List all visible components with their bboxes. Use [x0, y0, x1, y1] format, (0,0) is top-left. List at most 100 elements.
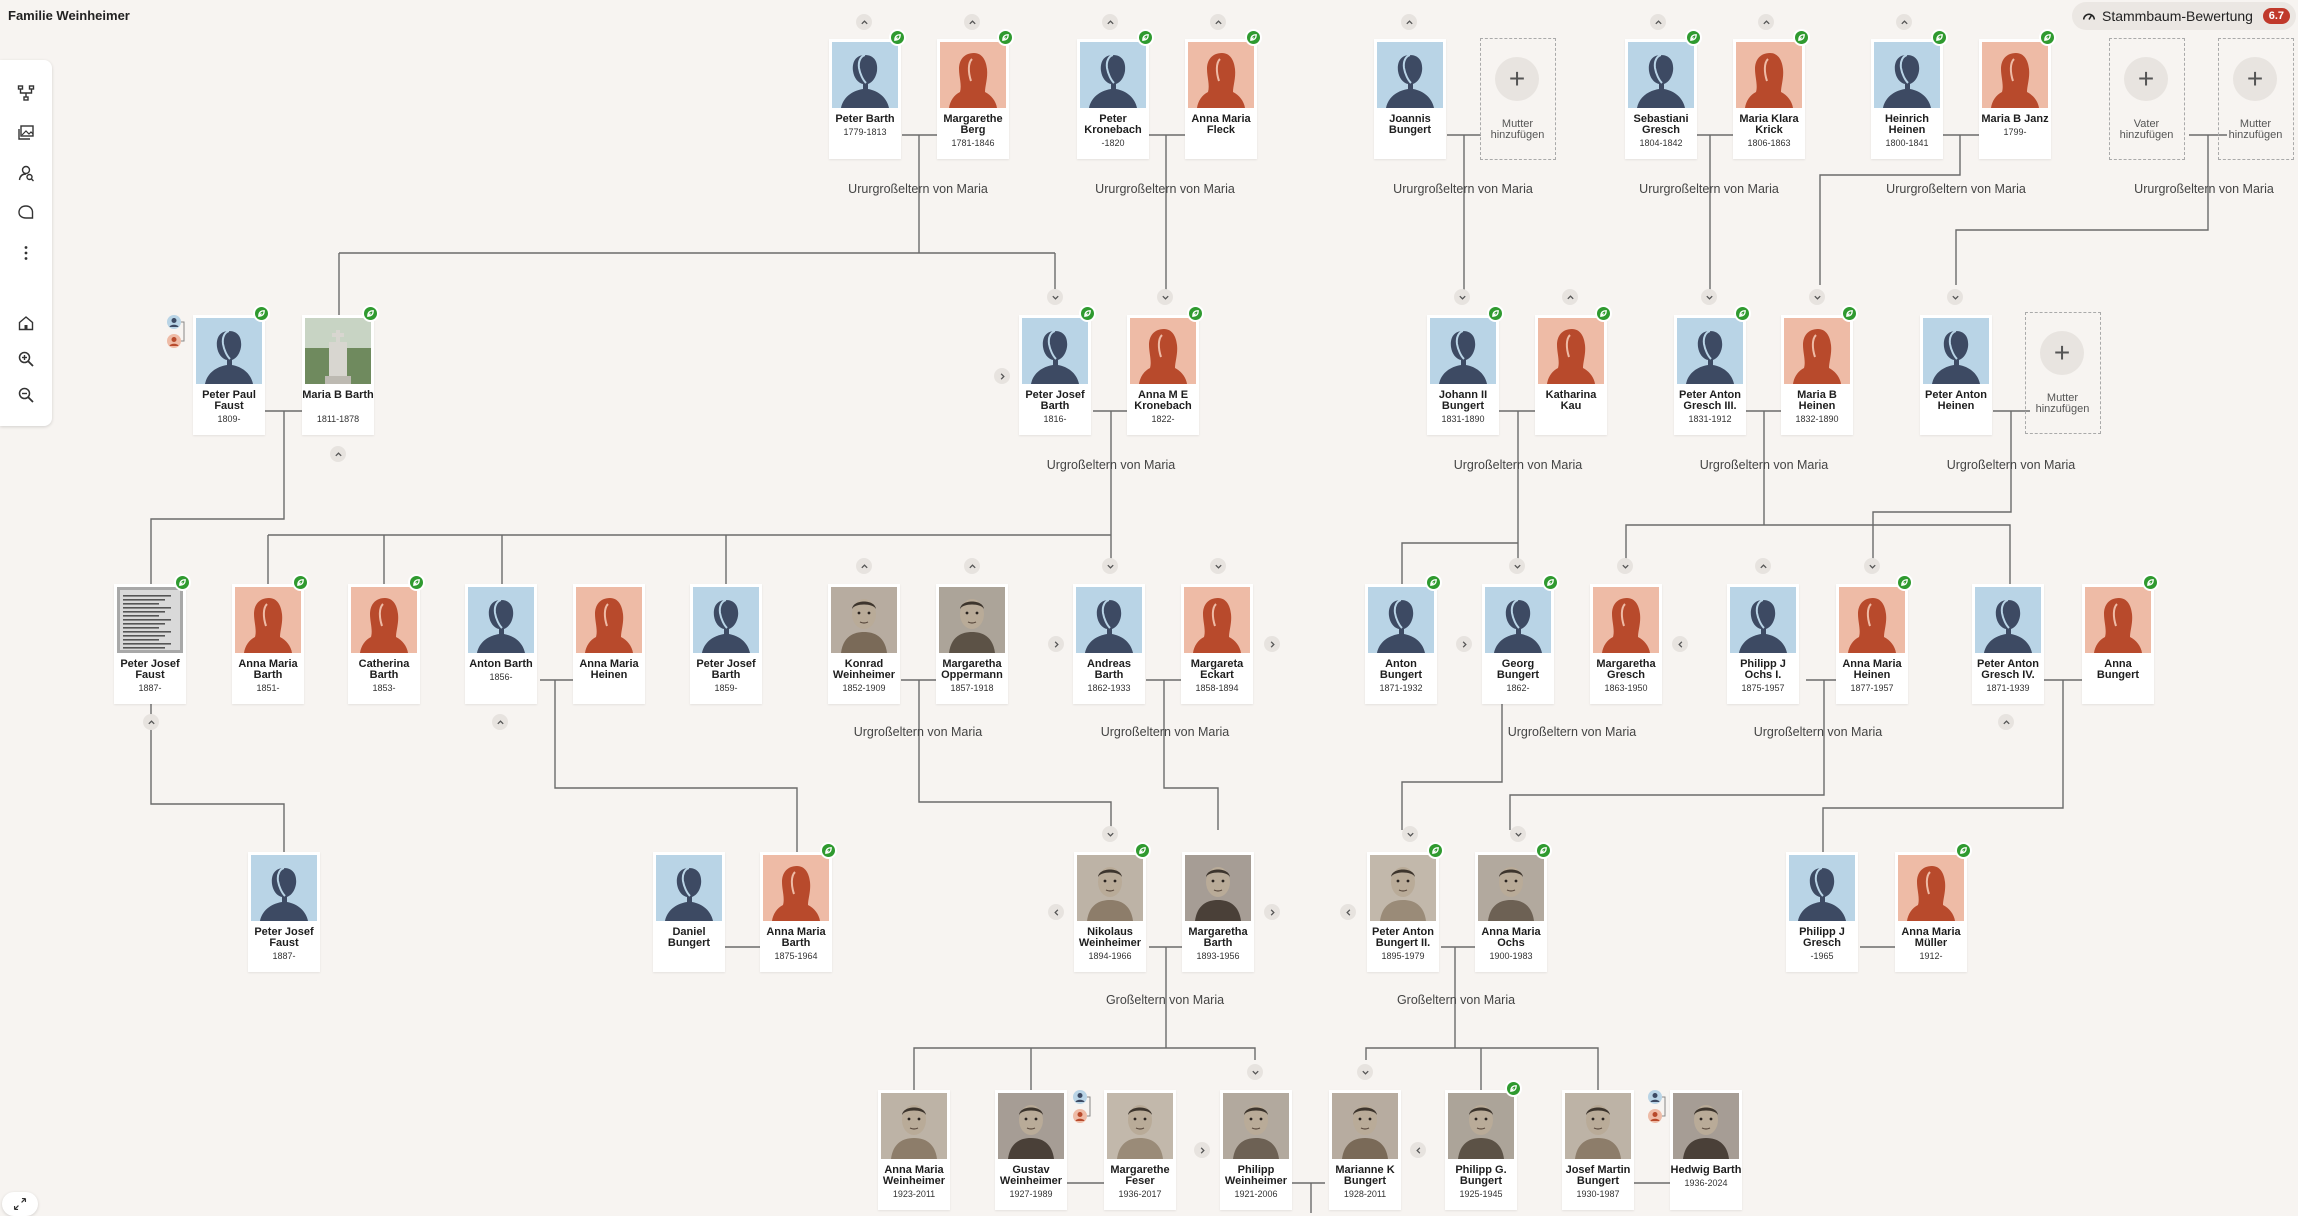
person-card[interactable]: Anna Maria Fleck: [1185, 29, 1262, 159]
hint-leaf-icon[interactable]: [1542, 574, 1559, 591]
chevron-up-icon[interactable]: [964, 14, 980, 30]
home-button[interactable]: [13, 310, 39, 336]
chevron-left-icon[interactable]: [1672, 636, 1688, 652]
chevron-down-icon[interactable]: [1509, 558, 1525, 574]
chevron-up-icon[interactable]: [1650, 14, 1666, 30]
chevron-up-icon[interactable]: [1562, 289, 1578, 305]
add-parent-button[interactable]: +Mutter hinzufügen: [2218, 38, 2294, 160]
hint-leaf-icon[interactable]: [253, 305, 270, 322]
chevron-up-icon[interactable]: [1758, 14, 1774, 30]
hint-leaf-icon[interactable]: [1079, 305, 1096, 322]
hint-leaf-icon[interactable]: [1427, 842, 1444, 859]
person-card[interactable]: Daniel Bungert: [653, 852, 725, 972]
chevron-up-icon[interactable]: [330, 446, 346, 462]
chevron-left-icon[interactable]: [1048, 904, 1064, 920]
more-options-button[interactable]: [13, 240, 39, 266]
add-parent-button[interactable]: +Mutter hinzufügen: [1480, 38, 1556, 160]
chevron-up-icon[interactable]: [143, 714, 159, 730]
hint-leaf-icon[interactable]: [1245, 29, 1262, 46]
person-card[interactable]: Peter Kronebach-1820: [1077, 29, 1154, 159]
hint-leaf-icon[interactable]: [1896, 574, 1913, 591]
chevron-right-icon[interactable]: [1194, 1142, 1210, 1158]
hint-leaf-icon[interactable]: [2039, 29, 2056, 46]
person-card[interactable]: Peter Anton Heinen: [1920, 315, 1992, 435]
chevron-up-icon[interactable]: [964, 558, 980, 574]
chevron-up-icon[interactable]: [856, 14, 872, 30]
person-card[interactable]: Philipp J Ochs I.1875-1957: [1727, 584, 1799, 704]
gallery-button[interactable]: [13, 120, 39, 146]
hint-leaf-icon[interactable]: [292, 574, 309, 591]
chevron-down-icon[interactable]: [1947, 289, 1963, 305]
hint-leaf-icon[interactable]: [1425, 574, 1442, 591]
person-card[interactable]: Katharina Kau: [1535, 305, 1612, 435]
chevron-left-icon[interactable]: [1340, 904, 1356, 920]
chevron-down-icon[interactable]: [1157, 289, 1173, 305]
switch-spouse-icon[interactable]: [1647, 1088, 1667, 1126]
chevron-down-icon[interactable]: [1102, 826, 1118, 842]
chevron-down-icon[interactable]: [1047, 289, 1063, 305]
zoom-in-button[interactable]: [13, 346, 39, 372]
hint-leaf-icon[interactable]: [362, 305, 379, 322]
hint-leaf-icon[interactable]: [889, 29, 906, 46]
add-parent-button[interactable]: +Mutter hinzufügen: [2025, 312, 2101, 434]
chevron-down-icon[interactable]: [1357, 1064, 1373, 1080]
chevron-down-icon[interactable]: [1402, 826, 1418, 842]
comment-button[interactable]: [13, 200, 39, 226]
hint-leaf-icon[interactable]: [1187, 305, 1204, 322]
tree-score-button[interactable]: Stammbaum-Bewertung 6.7: [2072, 2, 2296, 30]
chevron-right-icon[interactable]: [1048, 636, 1064, 652]
switch-spouse-icon[interactable]: [166, 313, 186, 351]
chevron-right-icon[interactable]: [1264, 636, 1280, 652]
hint-leaf-icon[interactable]: [408, 574, 425, 591]
person-card[interactable]: Anna Maria Heinen: [573, 584, 645, 704]
chevron-up-icon[interactable]: [492, 714, 508, 730]
chevron-up-icon[interactable]: [1210, 14, 1226, 30]
add-parent-button[interactable]: +Vater hinzufügen: [2109, 38, 2185, 160]
chevron-down-icon[interactable]: [1617, 558, 1633, 574]
tree-view-button[interactable]: [13, 80, 39, 106]
hint-leaf-icon[interactable]: [1955, 842, 1972, 859]
chevron-up-icon[interactable]: [1401, 14, 1417, 30]
chevron-up-icon[interactable]: [1998, 714, 2014, 730]
hint-leaf-icon[interactable]: [1505, 1080, 1522, 1097]
hint-leaf-icon[interactable]: [174, 574, 191, 591]
chevron-left-icon[interactable]: [1410, 1142, 1426, 1158]
chevron-up-icon[interactable]: [1896, 14, 1912, 30]
fullscreen-button[interactable]: [2, 1192, 38, 1216]
hint-leaf-icon[interactable]: [1137, 29, 1154, 46]
hint-leaf-icon[interactable]: [1734, 305, 1751, 322]
chevron-up-icon[interactable]: [1102, 14, 1118, 30]
person-card[interactable]: Joannis Bungert: [1374, 39, 1446, 159]
person-card[interactable]: Peter Anton Gresch III.1831-1912: [1674, 305, 1751, 435]
hint-leaf-icon[interactable]: [1487, 305, 1504, 322]
chevron-down-icon[interactable]: [1510, 826, 1526, 842]
person-card[interactable]: Anna Bungert: [2082, 574, 2159, 704]
chevron-down-icon[interactable]: [1864, 558, 1880, 574]
chevron-right-icon[interactable]: [1264, 904, 1280, 920]
hint-leaf-icon[interactable]: [1685, 29, 1702, 46]
